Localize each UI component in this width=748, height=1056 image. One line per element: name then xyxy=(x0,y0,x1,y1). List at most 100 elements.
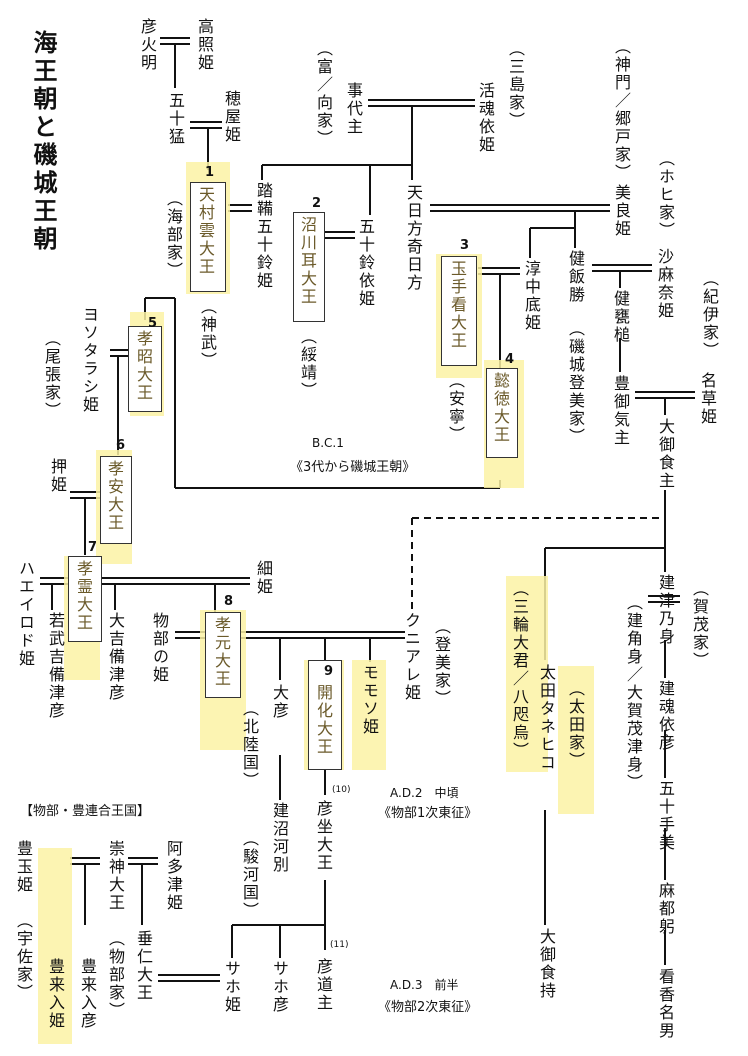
number-3: 3 xyxy=(460,238,470,253)
note-ad2-text: 《物部1次東征》 xyxy=(378,806,478,821)
person-hikoimasu: 彦坐大王 xyxy=(314,800,333,872)
person-annei: （安寧） xyxy=(446,372,465,444)
king-kosho: 孝昭大王 xyxy=(134,330,153,402)
number-7: 7 xyxy=(88,540,98,555)
person-kii: （紀伊家） xyxy=(700,270,719,360)
king-box xyxy=(128,326,162,412)
person-miyorihime: 美良姫 xyxy=(612,184,631,238)
person-isuzuyorihime: 五十鈴依姫 xyxy=(356,218,375,308)
person-takekakumi: （建角身／大賀茂津身） xyxy=(624,594,643,792)
person-toyomikenushi: 豊御気主 xyxy=(611,375,630,447)
person-hikomichinushi: 彦道主 xyxy=(314,958,333,1012)
note-ad2-date: A.D.2 中頃 xyxy=(390,786,459,800)
person-haeirodohime: ハエイロド姫 xyxy=(16,560,35,668)
highlight xyxy=(352,660,386,770)
number-5: 5 xyxy=(148,316,158,331)
highlight xyxy=(558,666,594,814)
person-kamo: （賀茂家） xyxy=(690,580,709,670)
person-ikutamayorihime: 活魂依姫 xyxy=(476,82,495,154)
person-shikitomi: （磯城登美家） xyxy=(566,320,585,446)
person-takemiyorihiko: 建魂依彦 xyxy=(656,680,675,752)
king-box xyxy=(293,212,325,322)
king-box xyxy=(486,368,518,458)
person-tataraisuzuhime: 踏鞴五十鈴姫 xyxy=(254,182,273,290)
number-1: 1 xyxy=(205,165,215,180)
king-box xyxy=(190,182,226,292)
page-title: 海王朝と磯城王朝 xyxy=(29,30,57,254)
person-taketsunumi: 建津乃身 xyxy=(656,574,675,646)
king-tamatemi: 玉手看大王 xyxy=(448,260,467,350)
person-sahohiko: サホ彦 xyxy=(270,960,289,1014)
king-kaika: 開化大王 xyxy=(314,684,333,756)
note-ad3-date: A.D.3 前半 xyxy=(390,978,459,992)
person-amabe: （海部家） xyxy=(164,190,183,280)
number-9: 9 xyxy=(324,664,334,679)
number-6: 6 xyxy=(116,438,126,453)
person-kuniarehime: クニアレ姫 xyxy=(402,612,421,702)
highlight xyxy=(38,848,72,1044)
person-sujin: 崇神大王 xyxy=(106,840,125,912)
person-toyokiirihiko: 豊来入彦 xyxy=(78,958,97,1030)
note-bc1-date: B.C.1 xyxy=(312,436,344,450)
person-kotoshironushi: 事代主 xyxy=(344,82,363,136)
person-mononobe: （物部家） xyxy=(106,930,125,1020)
number-2: 2 xyxy=(312,196,322,211)
king-itoku: 懿徳大王 xyxy=(491,372,510,444)
person-suinin: 垂仁大王 xyxy=(134,930,153,1002)
person-jinmu: （神武） xyxy=(198,298,217,370)
person-hosohime: 細姫 xyxy=(254,560,273,596)
king-box xyxy=(308,660,342,770)
person-tomi: （登美家） xyxy=(432,618,451,708)
person-takenunakawawake: 建沼河別 xyxy=(270,802,289,874)
person-okibitsuhiko: 大吉備津彦 xyxy=(106,612,125,702)
person-hokuriku: （北陸国） xyxy=(240,700,259,790)
number-8: 8 xyxy=(224,594,234,609)
king-kogen: 孝元大王 xyxy=(212,616,231,688)
person-takeiiicatsu: 健飯勝 xyxy=(566,250,585,304)
king-box xyxy=(68,556,102,642)
person-amehikata: 天日方奇日方 xyxy=(404,184,423,292)
person-takemikatsuchi: 健甕槌 xyxy=(611,290,630,344)
note-bc1-text: 《3代から磯城王朝》 xyxy=(290,460,416,475)
person-suruga: （駿河国） xyxy=(240,830,259,920)
king-box xyxy=(100,456,132,544)
person-oshihime: 押姫 xyxy=(48,458,67,494)
person-isotake: 五十猛 xyxy=(166,92,185,146)
person-kanto-goto: （神門／郷戸家） xyxy=(612,38,631,182)
king-koan: 孝安大王 xyxy=(105,460,124,532)
person-mononobenohime: 物部の姫 xyxy=(150,612,169,684)
king-korei: 孝霊大王 xyxy=(74,560,93,632)
number-4: 4 xyxy=(505,352,515,367)
person-mato: 麻都躬 xyxy=(656,882,675,936)
highlight xyxy=(506,576,548,772)
person-ota: （太田家） xyxy=(566,680,585,770)
person-hohi: （ホヒ家） xyxy=(656,150,675,240)
person-atatsuhime: 阿多津姫 xyxy=(164,840,183,912)
person-nakusahime: 名草姫 xyxy=(698,372,717,426)
person-ohiko: 大彦 xyxy=(270,684,289,720)
king-box xyxy=(205,612,241,698)
person-miwa: （三輪大君／八咫烏） xyxy=(510,580,529,760)
king-box xyxy=(441,256,477,366)
number-11: (11) xyxy=(330,940,349,950)
person-sumanahime: 沙麻奈姫 xyxy=(655,248,674,320)
note-kingdom: 【物部・豊連合王国】 xyxy=(20,804,151,819)
person-isotemi: 五十手美 xyxy=(656,780,675,852)
person-owari: （尾張家） xyxy=(42,330,61,420)
person-toyotamahime: 豊玉姫 xyxy=(14,840,33,894)
person-wakatakekibitsuhiko: 若武吉備津彦 xyxy=(46,612,65,720)
person-takateruhime: 高照姫 xyxy=(195,18,214,72)
person-omikenushi: 大御食主 xyxy=(656,418,675,490)
person-hikohoakari: 彦火明 xyxy=(138,18,157,72)
person-tomi-mukai: （富／向家） xyxy=(314,40,333,148)
person-toyokiirihime: 豊来入姫 xyxy=(46,958,65,1030)
king-amamurakumo: 天村雲大王 xyxy=(196,186,215,276)
person-suizei: （綏靖） xyxy=(298,328,317,400)
person-otataneko: 太田タネヒコ xyxy=(537,664,556,772)
person-mishima: （三島家） xyxy=(506,40,525,130)
person-sahohime: サホ姫 xyxy=(222,960,241,1014)
person-nunasokohime: 淳中底姫 xyxy=(522,260,541,332)
person-omikemochi: 大御食持 xyxy=(537,928,556,1000)
note-ad3-text: 《物部2次東征》 xyxy=(378,1000,478,1015)
